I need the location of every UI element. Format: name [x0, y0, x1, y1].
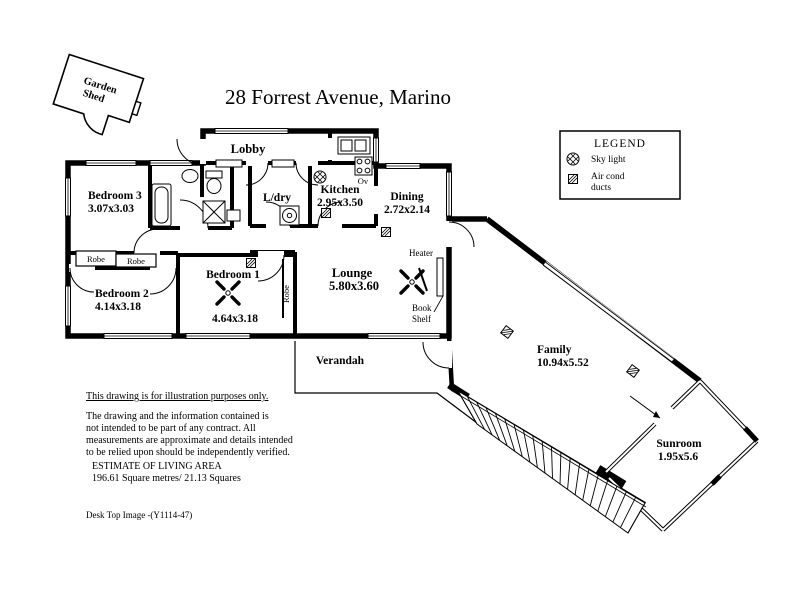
- bedroom1-label: Bedroom 1: [206, 269, 260, 281]
- lobby-label: Lobby: [231, 142, 266, 156]
- heater-label: Heater: [409, 248, 433, 258]
- estimate-title: ESTIMATE OF LIVING AREA: [92, 461, 222, 472]
- air-duct-family-2: [626, 364, 640, 378]
- legend-skylight-label: Sky light: [591, 155, 626, 165]
- kitchen-dims: 2.95x3.50: [317, 197, 363, 209]
- skylight-legend-icon: [566, 152, 580, 166]
- plan-title: 28 Forrest Avenue, Marino: [225, 85, 451, 109]
- kitchen-label: Kitchen: [321, 184, 361, 196]
- reference-code: Desk Top Image -(Y1114-47): [86, 510, 192, 520]
- ceiling-fan-lounge: [399, 269, 425, 295]
- verandah-label: Verandah: [316, 355, 365, 367]
- bedroom3-label: Bedroom 3: [88, 190, 142, 202]
- disclaimer-line-1: The drawing and the information containe…: [86, 411, 269, 422]
- kitchen-fixtures: [337, 136, 373, 176]
- shower: [202, 200, 226, 224]
- toilet-cistern: [205, 170, 223, 179]
- sunroom-dims: 1.95x5.6: [658, 451, 699, 463]
- wall-openings: [69, 138, 452, 368]
- bedroom1-dims: 4.64x3.18: [212, 313, 258, 325]
- family-window-band: [542, 260, 675, 363]
- legend-title: LEGEND: [594, 138, 646, 150]
- sunroom-door-arrow: [629, 395, 661, 419]
- lounge-label: Lounge: [332, 266, 373, 280]
- legend-box: LEGEND Sky light Air cond ducts: [559, 130, 681, 200]
- disclaimer-line-2: not intended to be part of any contract.…: [86, 423, 256, 434]
- verandah-outline: [294, 341, 478, 424]
- bookshelf-label-2: Shelf: [412, 314, 431, 324]
- bookshelf: [436, 257, 444, 297]
- oven-label: Ov: [358, 176, 369, 186]
- disclaimer-block: This drawing is for illustration purpose…: [86, 391, 293, 520]
- air-duct-family-1: [500, 325, 514, 339]
- disclaimer-line-3: measurements are approximate and details…: [86, 435, 293, 446]
- robe-label-a: Robe: [87, 254, 105, 264]
- robes: Robe Robe Robe: [75, 250, 291, 303]
- robe-label-vertical: Robe: [281, 285, 291, 303]
- air-duct-kitchen: [321, 208, 331, 218]
- bedroom2-dims: 4.14x3.18: [95, 301, 141, 313]
- bedroom3-dims: 3.07x3.03: [88, 203, 134, 215]
- toilet: [206, 178, 222, 194]
- skylight-kitchen: [313, 170, 327, 184]
- sunroom-label: Sunroom: [656, 438, 702, 450]
- legend-aircond-label-2: ducts: [591, 183, 611, 193]
- shed-door-jamb: [131, 100, 142, 117]
- air-duct-legend-icon: [568, 174, 578, 184]
- disclaimer-title: This drawing is for illustration purpose…: [86, 391, 268, 402]
- vanity: [226, 209, 241, 222]
- bathroom-fixtures: [151, 169, 241, 227]
- stove: [354, 156, 373, 176]
- robe-label-b: Robe: [127, 256, 145, 266]
- bookshelf-label-1: Book: [412, 303, 432, 313]
- dining-label: Dining: [390, 191, 423, 203]
- family-label: Family: [537, 344, 572, 356]
- estimate-value: 196.61 Square metres/ 21.13 Squares: [92, 473, 241, 484]
- garden-shed: Garden Shed: [52, 53, 145, 136]
- windows: [65, 128, 452, 339]
- air-duct-bedroom1: [246, 258, 256, 268]
- ceiling-fan-bedroom1: [215, 280, 241, 306]
- deck: [456, 389, 647, 534]
- lounge-dims: 5.80x3.60: [329, 279, 379, 293]
- laundry-trough: [279, 205, 300, 226]
- dining-dims: 2.72x2.14: [384, 204, 430, 216]
- door-arcs: [69, 138, 475, 369]
- family-dims: 10.94x5.52: [537, 357, 589, 369]
- legend-aircond-label-1: Air cond: [591, 172, 625, 182]
- bedroom2-label: Bedroom 2: [95, 288, 149, 300]
- basin: [181, 169, 199, 183]
- disclaimer-line-4: to be relied upon should be independentl…: [86, 447, 290, 458]
- ldry-label: L/dry: [263, 192, 291, 204]
- air-duct-dining: [381, 227, 391, 237]
- deck-rungs: [457, 390, 646, 534]
- sink: [337, 136, 371, 155]
